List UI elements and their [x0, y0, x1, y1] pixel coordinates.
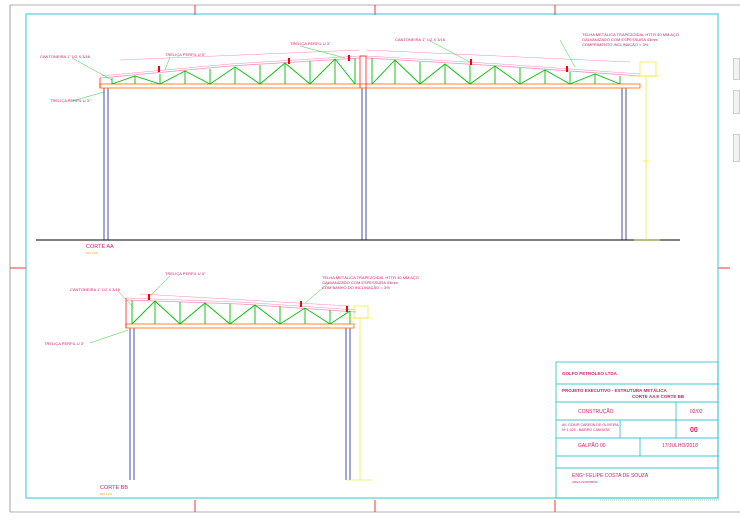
- title-address-2: Nº 1.025 - BAIRRO CANGATA: [562, 428, 610, 432]
- title-crea: CREA 2108788045: [572, 480, 598, 484]
- label-bb-telha-2: GALVANIZADO COM ESPESSURA 43mm: [322, 280, 398, 285]
- title-date: 17/JULHO/2018: [662, 443, 698, 449]
- title-sheet: 02/02: [690, 409, 703, 415]
- label-bb-trelica-top: TRELIÇA PERFIL U 3": [165, 271, 206, 276]
- section-aa-title: CORTE AA: [86, 244, 114, 250]
- title-company: GOLFO PETRÓLEO LTDA: [562, 371, 617, 376]
- title-engineer: ENGº FELIPE COSTA DE SOUZA: [572, 473, 649, 479]
- label-bb-telha-3: COM BANHO DO INCLINAÇÃO = 3%: [322, 285, 390, 290]
- label-bb-telha-1: TELHA METÁLICA TRAPEZOIDAL HTTR 40 MM AÇ…: [322, 275, 419, 280]
- title-building: GALPÃO 00: [578, 443, 606, 449]
- svg-text:6,00: 6,00: [643, 159, 649, 163]
- label-bb-cantoneira: CANTONEIRA 1" 1/2 X 3/16: [70, 287, 121, 292]
- label-aa-trelica-top: TRELIÇA PERFIL U 3": [165, 52, 206, 57]
- side-panel-low: [733, 134, 740, 162]
- section-aa-drawing: 6,00: [36, 39, 680, 241]
- section-bb-title: CORTE BB: [100, 485, 129, 491]
- title-revision: 00: [690, 427, 698, 434]
- label-aa-cantoneira-right: CANTONEIRA 1" 1/2 X 3/16: [395, 37, 446, 42]
- section-bb-drawing: [89, 275, 372, 481]
- side-panel-mid: [733, 90, 740, 114]
- title-block-frame: [555, 361, 719, 499]
- label-aa-telha-1: TELHA METÁLICA TRAPEZOIDAL HTTR 40 MM AÇ…: [582, 32, 679, 37]
- title-project-2: CORTE AA E CORTE BB: [632, 394, 685, 399]
- label-aa-telha-3: COMPRIMENTO INCLINAÇÃO = 3%: [582, 42, 649, 47]
- label-bb-trelica-left: TRELIÇA PERFIL U 3": [44, 341, 85, 346]
- label-aa-cantoneira-left: CANTONEIRA 1" 1/2 X 3/16: [40, 54, 91, 59]
- section-bb-note: ESC 1:100: [100, 493, 113, 496]
- title-address-1: AV. GOIUR CAREON DE OLIVEIRA,: [562, 423, 620, 427]
- side-panel-top: [733, 58, 740, 80]
- title-phase: CONSTRUÇÃO: [578, 409, 614, 415]
- section-aa-note: ESC 1:100: [86, 252, 99, 255]
- label-aa-trelica-left: TRELIÇA PERFIL U 3": [50, 98, 91, 103]
- label-aa-telha-2: GALVANIZADO COM ESPESSURA 43mm: [582, 37, 658, 42]
- title-project-1: PROJETO EXECUTIVO - ESTRUTURA METÁLICA: [562, 388, 667, 393]
- label-aa-trelica-mid: TRELIÇA PERFIL U 3": [290, 41, 331, 46]
